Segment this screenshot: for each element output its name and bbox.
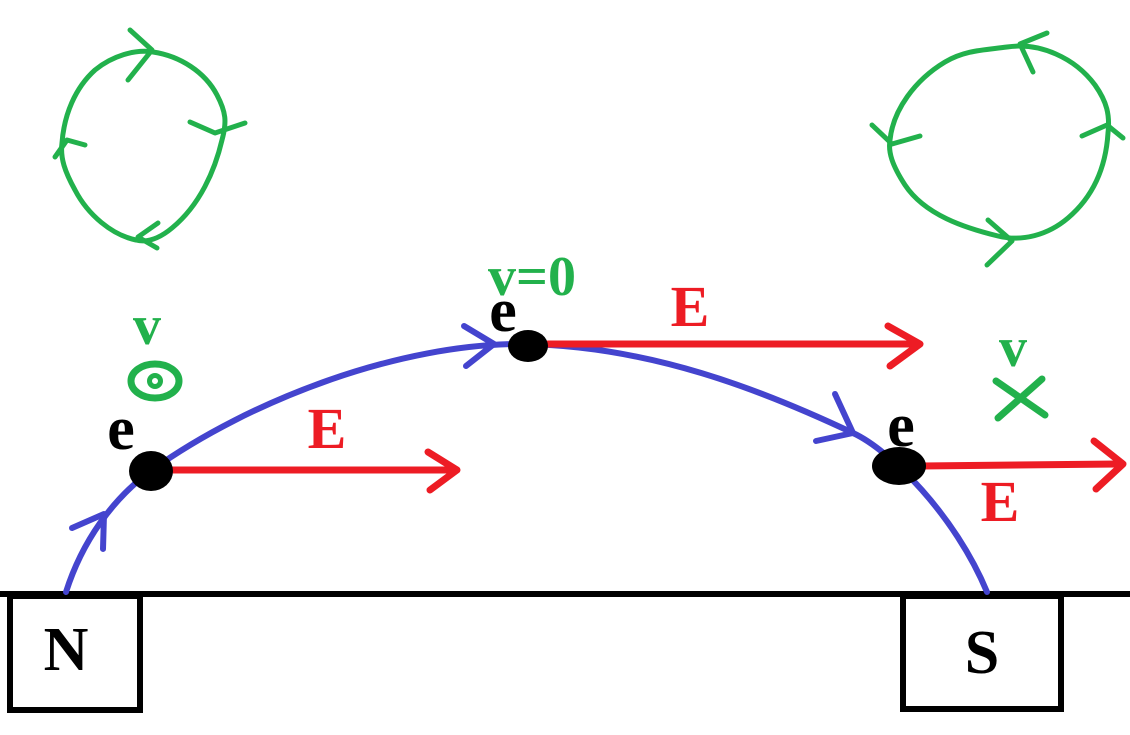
arc-arrowhead-top-icon xyxy=(461,323,497,369)
arc-arrowhead-lower-right-icon xyxy=(813,391,856,444)
velocity-out-of-page-icon xyxy=(127,360,183,402)
field-label-left: E xyxy=(307,396,347,461)
north-pole-label: N xyxy=(43,616,89,684)
velocity-label-left: v xyxy=(133,295,161,357)
electron-dot-top xyxy=(508,330,548,362)
arc-arrowhead-lower-left-icon xyxy=(69,511,107,552)
field-label-right: E xyxy=(980,469,1020,534)
arrowhead-icon xyxy=(1090,437,1127,493)
field-loop-right-icon xyxy=(869,30,1126,268)
south-pole-label: S xyxy=(964,619,1000,687)
field-label-top: E xyxy=(670,274,710,339)
electric-field-arrow-right xyxy=(917,437,1127,493)
electric-field-arrow-left xyxy=(164,448,461,494)
electric-field-arrow-top xyxy=(544,322,924,370)
field-loop-left-icon xyxy=(52,27,248,251)
arrowhead-icon xyxy=(884,322,924,370)
electron-label-left: e xyxy=(107,395,135,463)
electron-label-right: e xyxy=(887,392,915,460)
velocity-label-right: v xyxy=(999,317,1027,379)
electron-dot-left xyxy=(129,451,173,491)
velocity-into-page-icon xyxy=(992,375,1049,422)
north-pole-box xyxy=(7,593,143,713)
south-pole-box xyxy=(900,593,1064,712)
electron-trajectory-arc xyxy=(63,323,990,595)
arrowhead-icon xyxy=(424,448,461,494)
electron-label-top: e xyxy=(489,277,517,345)
electron-dot-right xyxy=(872,447,926,485)
velocity-zero-label: v=0 xyxy=(488,246,576,308)
